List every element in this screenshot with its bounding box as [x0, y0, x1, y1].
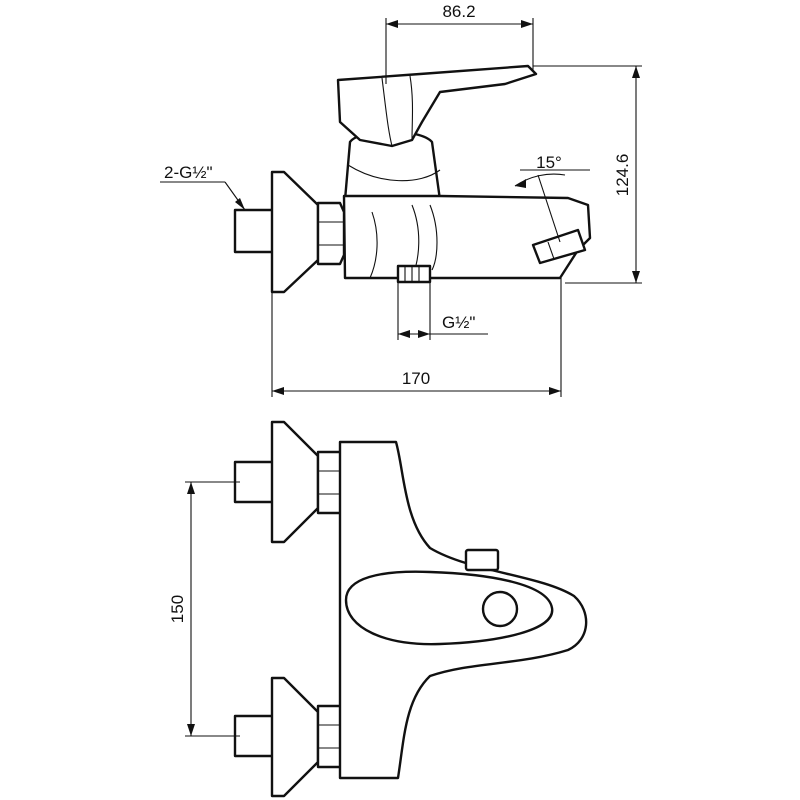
- diverter-knob: [396, 264, 432, 284]
- dim-inlet-centers: 150: [168, 481, 240, 737]
- dim-overall-height-label: 124.6: [613, 154, 632, 197]
- label-inlet-thread: 2-G½": [160, 163, 246, 211]
- diverter-knob-top: [464, 548, 500, 572]
- hex-nut: [316, 201, 346, 266]
- dim-handle-reach-label: 86.2: [442, 2, 475, 21]
- lower-escutcheon: [270, 676, 320, 798]
- escutcheon: [270, 170, 320, 294]
- dim-handle-reach: 86.2: [385, 2, 534, 84]
- lever-handle-side: [336, 64, 538, 148]
- dim-spout-tilt-label: 15°: [536, 153, 562, 172]
- lower-inlet-pipe: [233, 714, 277, 758]
- upper-escutcheon: [270, 420, 320, 544]
- inlet-pipe: [233, 208, 277, 254]
- dim-inlet-centers-label: 150: [168, 595, 187, 623]
- outlet-thread-label: G½": [442, 313, 475, 332]
- upper-inlet-pipe: [233, 460, 277, 504]
- dim-overall-height: 124.6: [533, 65, 642, 284]
- dim-overall-length: 170: [271, 278, 562, 397]
- spout-aerator: [531, 228, 587, 265]
- top-view: [233, 420, 588, 798]
- side-view: [233, 64, 592, 294]
- dim-overall-length-label: 170: [402, 369, 430, 388]
- dim-spout-tilt: 15°: [514, 153, 590, 243]
- inlet-thread-label: 2-G½": [164, 163, 213, 182]
- label-outlet-thread: G½": [397, 283, 488, 340]
- cartridge-cap: [481, 590, 519, 628]
- faucet-body-side: [342, 194, 592, 280]
